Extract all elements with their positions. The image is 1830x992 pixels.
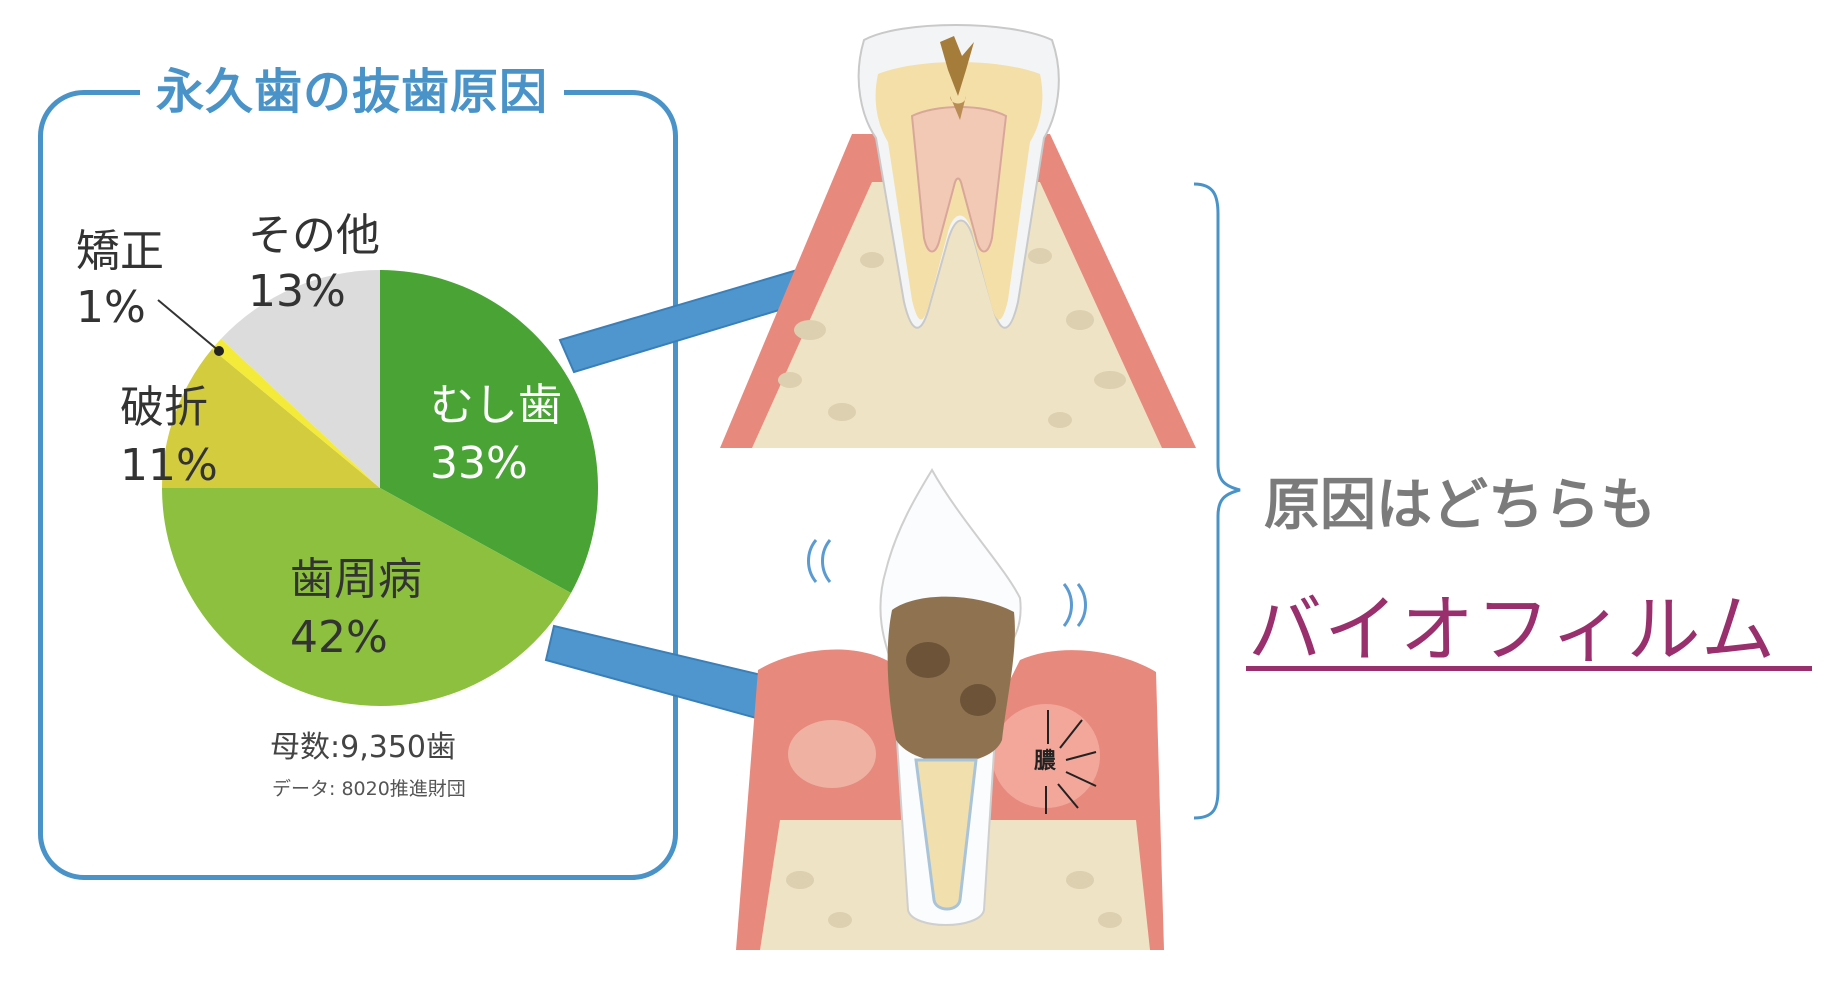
- slice-value-orthodontic: 1%: [76, 282, 146, 333]
- slice-value-caries: 33%: [430, 438, 528, 489]
- slice-value-other: 13%: [248, 266, 346, 317]
- answer-underline: [1246, 666, 1812, 671]
- caries-tooth-icon: [720, 24, 1196, 448]
- sample-count: 母数:9,350歯: [270, 730, 456, 765]
- slice-value-periodontal: 42%: [290, 612, 388, 663]
- brace-icon: [1193, 182, 1241, 820]
- periodontal-tooth-icon: 膿: [736, 468, 1164, 950]
- slice-label-fracture: 破折: [120, 382, 208, 433]
- data-source: データ: 8020推進財団: [272, 778, 466, 800]
- slice-label-orthodontic: 矯正: [76, 226, 164, 277]
- pus-arrows-icon: [1045, 710, 1097, 814]
- pus-label: 膿: [1034, 749, 1057, 774]
- conclusion-answer: バイオフィルム: [1248, 587, 1778, 673]
- panel-title: 永久歯の抜歯原因: [140, 68, 565, 116]
- slice-value-fracture: 11%: [120, 440, 218, 491]
- slice-label-periodontal: 歯周病: [290, 554, 422, 605]
- slice-label-other: その他: [248, 210, 380, 261]
- conclusion-lead: 原因はどちらも: [1264, 472, 1656, 538]
- slice-label-caries: むし歯: [430, 380, 562, 431]
